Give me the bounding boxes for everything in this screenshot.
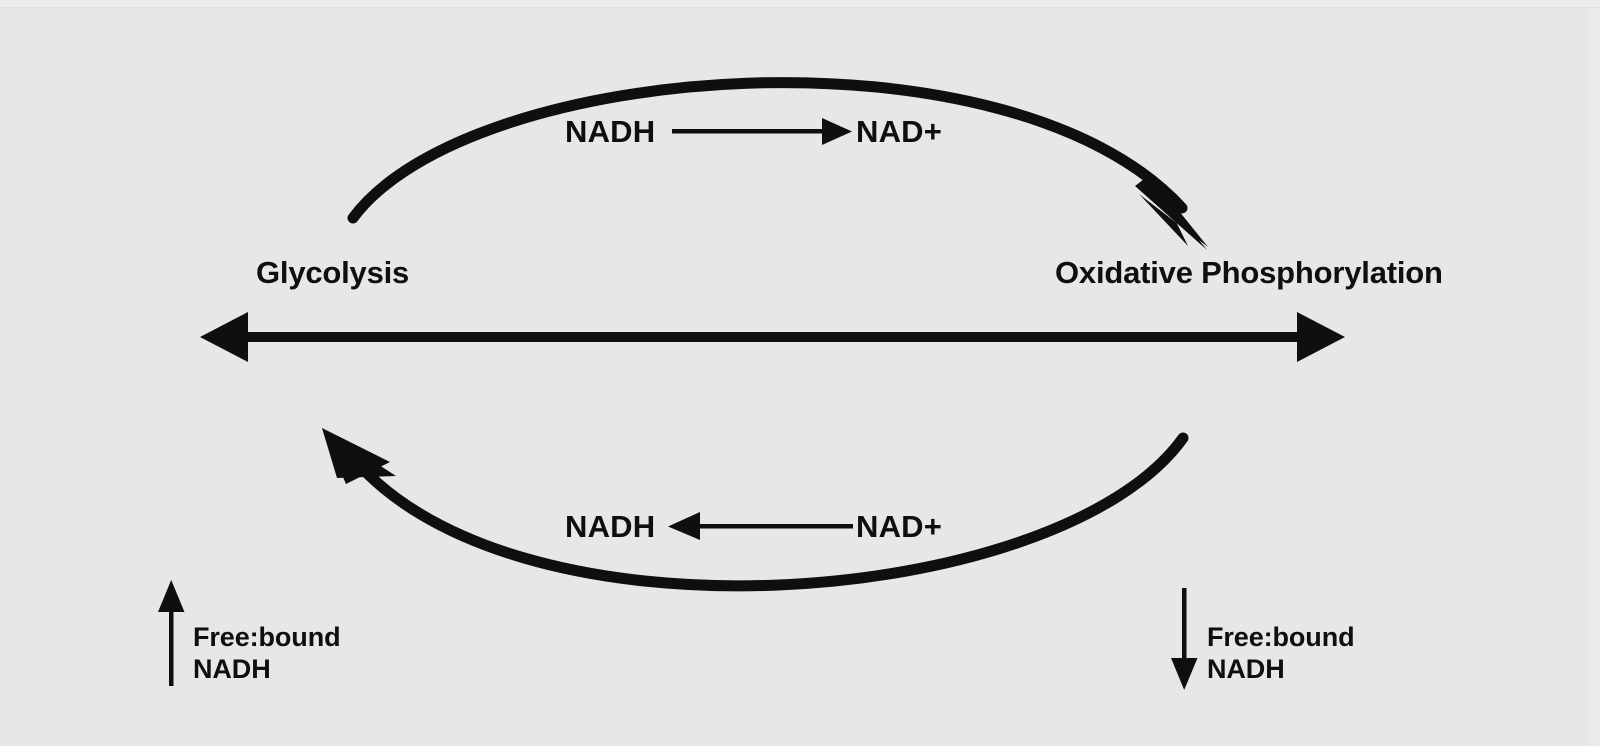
top-edge-band: [0, 0, 1600, 8]
left-annotation-label-line2: NADH: [193, 654, 271, 684]
left-annotation-up-arrow: [158, 580, 185, 686]
top-reaction-source-label: NADH: [565, 114, 656, 149]
bottom-reaction-target-label: NADH: [565, 509, 656, 544]
right-annotation-label-line2: NADH: [1207, 654, 1285, 684]
bottom-curve-shaft: [339, 432, 1189, 592]
left-annotation-arrowhead-up: [158, 580, 185, 612]
axis-arrowhead-left: [200, 312, 248, 362]
bottom-reaction-source-label: NAD+: [856, 509, 943, 544]
left-annotation-label-line1: Free:bound: [193, 622, 341, 652]
right-annotation-arrowhead-down: [1171, 658, 1198, 690]
top-reaction-arrowhead: [822, 118, 852, 145]
right-annotation-shaft: [1182, 588, 1187, 674]
left-annotation-shaft: [169, 596, 174, 686]
top-curved-arrow: [347, 77, 1208, 250]
right-edge-band: [1588, 8, 1600, 746]
top-curve-arrowhead-fill: [1135, 176, 1207, 250]
bottom-reaction-shaft: [695, 524, 853, 529]
top-reaction-target-label: NAD+: [856, 114, 943, 149]
top-reaction-shaft: [672, 129, 830, 134]
axis-shaft: [240, 332, 1305, 342]
bottom-curved-arrow: [322, 428, 1189, 592]
node-label-glycolysis: Glycolysis: [256, 255, 410, 290]
right-annotation-label-line1: Free:bound: [1207, 622, 1355, 652]
top-curve-shaft: [347, 77, 1188, 224]
bottom-reaction-arrow: [668, 512, 853, 540]
node-label-oxidative-phosphorylation: Oxidative Phosphorylation: [1055, 255, 1443, 290]
bottom-curve-arrowhead-fill: [322, 428, 390, 484]
axis-double-arrow: [200, 312, 1345, 362]
right-annotation-down-arrow: [1171, 588, 1198, 690]
axis-arrowhead-right: [1297, 312, 1345, 362]
bottom-reaction-arrowhead: [668, 512, 700, 540]
top-reaction-arrow: [672, 118, 852, 145]
